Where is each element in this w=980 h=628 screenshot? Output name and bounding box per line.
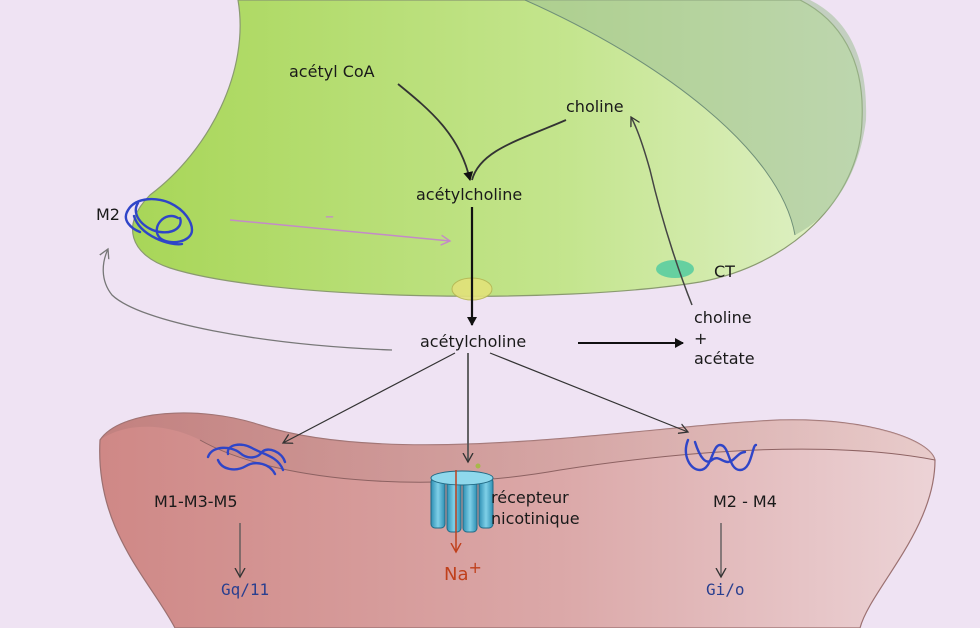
label-acetyl-coa: acétyl CoA	[289, 62, 375, 81]
label-nicotinic-line2: nicotinique	[491, 509, 580, 528]
label-nicotinic-line1: récepteur	[491, 488, 569, 507]
postsynaptic-inner-membrane	[199, 439, 936, 483]
presynaptic-membrane-outline	[524, 0, 796, 236]
label-minus: –	[325, 206, 334, 227]
label-sodium: Na+	[444, 560, 482, 584]
postsynaptic-membrane-band	[100, 413, 935, 483]
acetyl-coa-arrow	[397, 83, 474, 181]
autoreceptor-feedback-arrow	[103, 249, 393, 351]
label-m1-m3-m5: M1-M3-M5	[154, 492, 238, 511]
label-acetylcholine-inside: acétylcholine	[416, 185, 523, 204]
presynaptic-membrane-band	[525, 0, 867, 235]
inhibition-arrow	[229, 219, 450, 241]
to-m1-arrow	[283, 352, 456, 443]
to-m2-m4-arrow	[489, 352, 688, 432]
m2-autoreceptor-icon	[124, 197, 194, 246]
label-plus: +	[694, 329, 708, 348]
nicotinic-receptor-icon	[430, 463, 494, 533]
label-m2-m4: M2 - M4	[713, 492, 777, 511]
label-acetylcholine-cleft: acétylcholine	[420, 332, 527, 351]
m1-m3-m5-receptor-icon	[206, 443, 287, 476]
choline-transporter	[656, 260, 694, 278]
label-choline-product: choline	[694, 308, 752, 327]
choline-to-ach-arrow	[471, 119, 567, 181]
label-gio: Gi/o	[706, 580, 745, 599]
label-sodium-symbol: Na	[444, 564, 469, 585]
label-ct: CT	[714, 262, 735, 281]
label-choline-top: choline	[566, 97, 624, 116]
label-sodium-charge: +	[468, 558, 482, 577]
label-m2-autoreceptor: M2	[96, 205, 120, 224]
label-gq11: Gq/11	[221, 580, 270, 599]
m2-m4-receptor-icon	[684, 438, 758, 472]
choline-reuptake-arrow	[631, 117, 693, 306]
label-acetate-product: acétate	[694, 349, 755, 368]
